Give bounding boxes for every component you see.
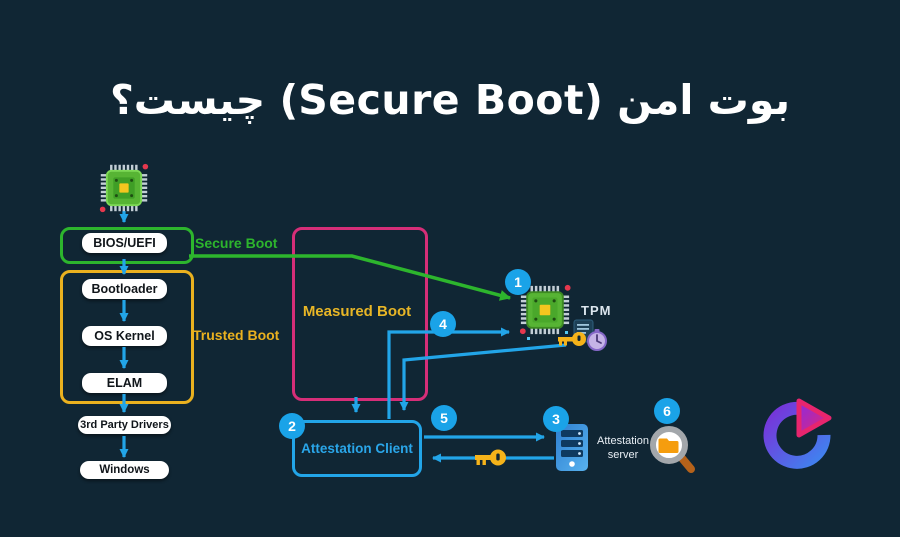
trusted-boot-label: Trusted Boot	[193, 327, 280, 343]
secure-boot-label: Secure Boot	[195, 235, 278, 251]
step-circle-5: 5	[431, 405, 457, 431]
node-bootloader: Bootloader	[82, 279, 167, 299]
arrow-tpm-to-client	[399, 343, 567, 411]
node-os-kernel: OS Kernel	[82, 326, 167, 346]
page-title: بوت امن (Secure Boot) چیست؟	[110, 76, 790, 124]
node-3rd-party-drivers: 3rd Party Drivers	[78, 416, 171, 434]
key-icon	[558, 332, 586, 346]
attestation-server-label: Attestation server	[597, 435, 649, 462]
log-key-stopwatch-icons	[558, 319, 607, 351]
magnifier-folder-icon	[650, 426, 695, 473]
node-elam: ELAM	[82, 373, 167, 393]
stopwatch-icon	[587, 329, 607, 351]
attestation-client-box: Attestation Client	[292, 420, 422, 477]
node-windows: Windows	[80, 461, 169, 479]
brand-play-logo	[763, 398, 832, 469]
measured-boot-frame	[292, 227, 428, 401]
measured-boot-label: Measured Boot	[302, 303, 412, 320]
tpm-chip-icon	[519, 284, 571, 335]
step-circle-3: 3	[543, 406, 569, 432]
tpm-label: TPM	[581, 303, 612, 318]
step-circle-1: 1	[505, 269, 531, 295]
node-bios-uefi: BIOS/UEFI	[82, 233, 167, 253]
cpu-chip-icon	[99, 163, 149, 213]
server-icon	[556, 424, 588, 471]
folder-icon	[658, 438, 679, 453]
secure-boot-frame	[60, 227, 194, 264]
step-circle-4: 4	[430, 311, 456, 337]
attestation-client-label: Attestation Client	[301, 441, 413, 456]
step-circle-2: 2	[279, 413, 305, 439]
key-icon	[475, 449, 506, 466]
step-circle-6: 6	[654, 398, 680, 424]
